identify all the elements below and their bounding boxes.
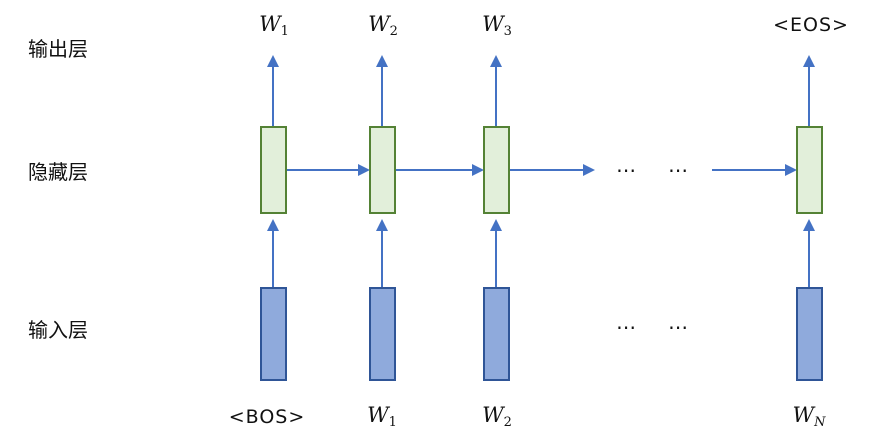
input-unit-2 <box>369 287 396 381</box>
hidden-unit-1 <box>260 126 287 214</box>
hidden-unit-2 <box>369 126 396 214</box>
input-unit-3 <box>483 287 510 381</box>
input-token-bos: <BOS> <box>228 406 306 428</box>
hidden-layer-label: 隐藏层 <box>28 160 88 184</box>
input-token-2: W2 <box>482 403 512 430</box>
input-token-1: W1 <box>367 403 397 430</box>
output-token-3: W3 <box>482 12 512 39</box>
output-token-2: W2 <box>368 12 398 39</box>
input-ellipsis-1: ⋯ <box>616 315 636 339</box>
input-unit-1 <box>260 287 287 381</box>
hidden-unit-4 <box>796 126 823 214</box>
hidden-ellipsis-2: ⋯ <box>668 158 688 182</box>
output-token-1: W1 <box>259 12 289 39</box>
input-token-n: WN <box>792 403 826 430</box>
input-ellipsis-2: ⋯ <box>668 315 688 339</box>
hidden-ellipsis-1: ⋯ <box>616 158 636 182</box>
output-token-eos: <EOS> <box>773 14 849 36</box>
output-layer-label: 输出层 <box>28 37 88 61</box>
input-layer-label: 输入层 <box>28 318 88 342</box>
input-unit-4 <box>796 287 823 381</box>
hidden-unit-3 <box>483 126 510 214</box>
